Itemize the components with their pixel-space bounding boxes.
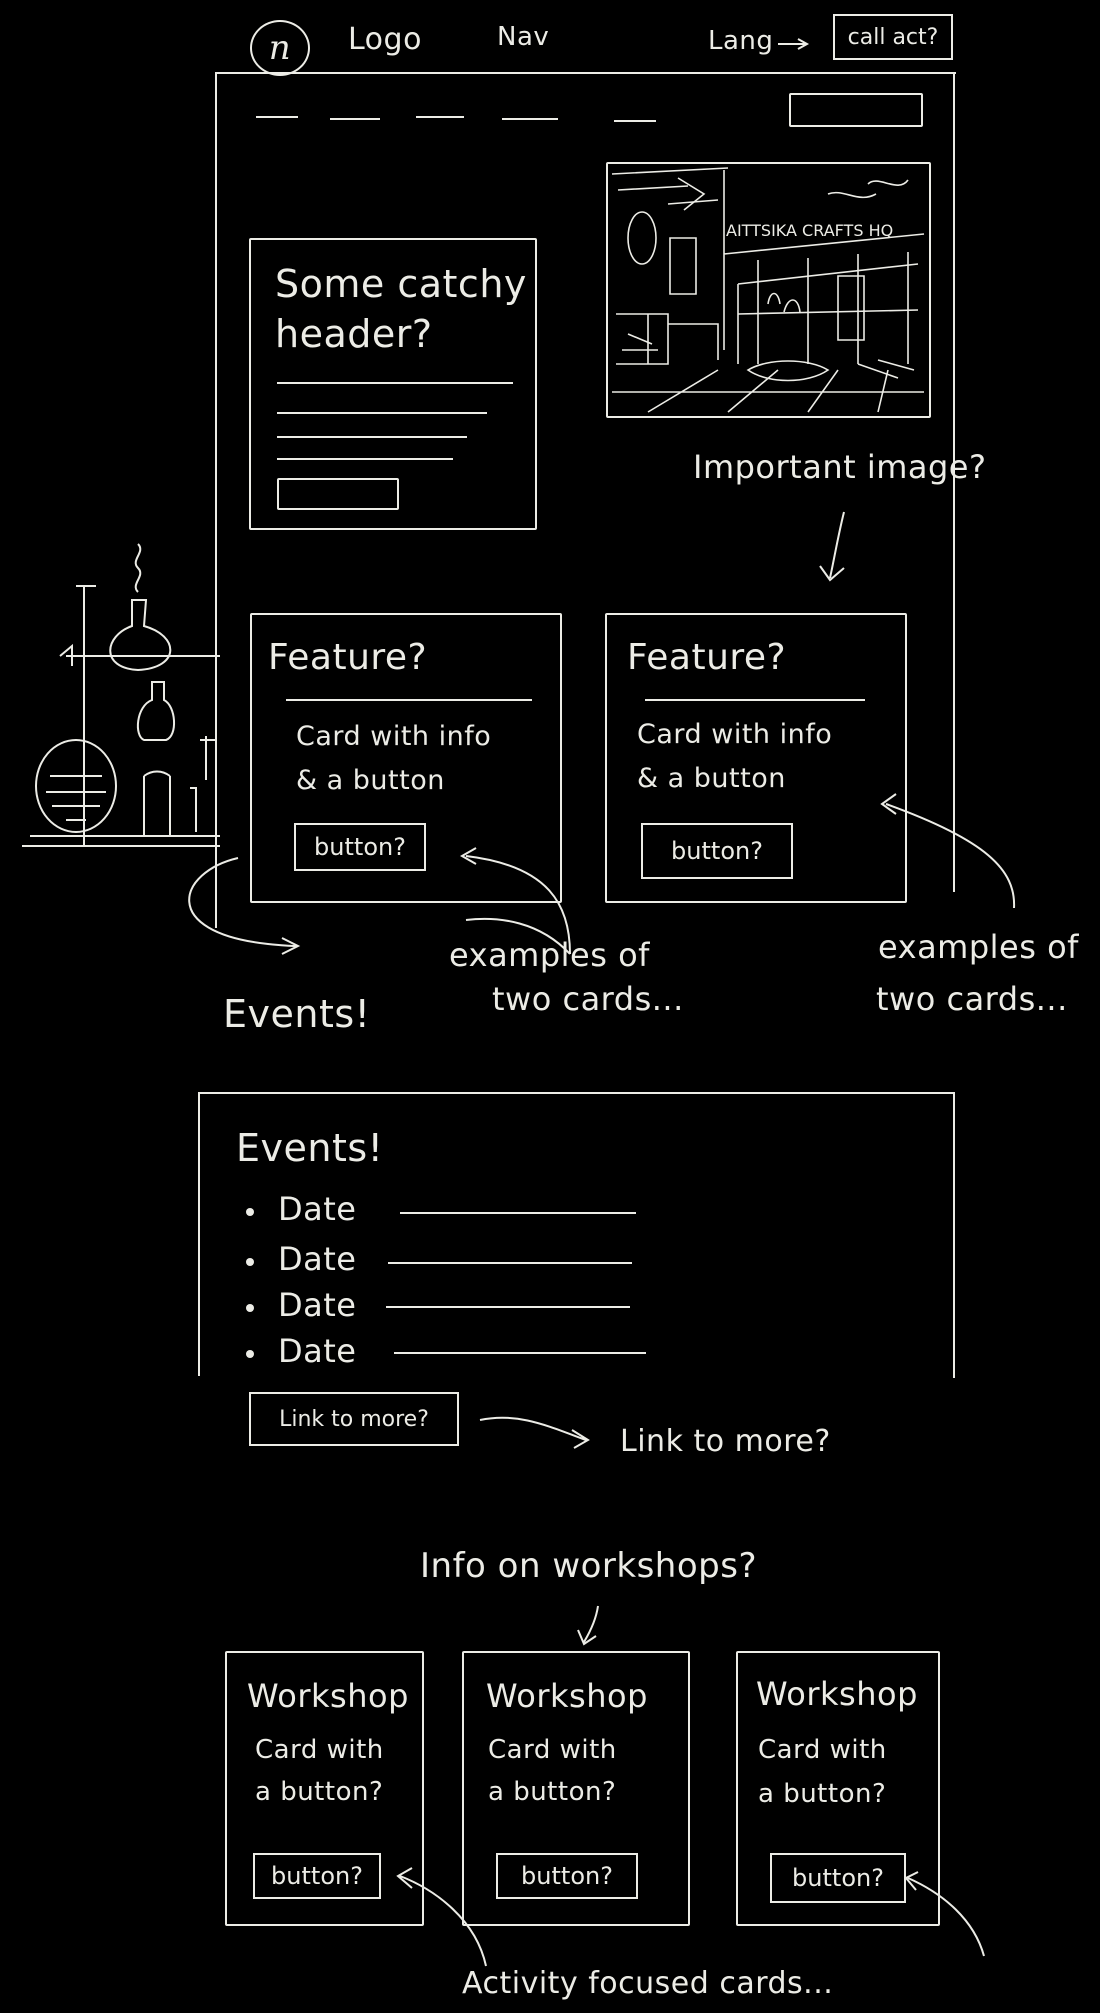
annotation-examples-cards-left-line2: two cards...	[492, 980, 684, 1018]
call-to-action-button[interactable]: call act?	[833, 14, 953, 60]
feature-title: Feature?	[627, 637, 787, 678]
event-description-line	[388, 1262, 632, 1264]
feature-body-line2: & a button	[637, 763, 786, 794]
annotation-curve-arrow	[188, 857, 301, 955]
annotation-examples-cards-right-line2: two cards...	[876, 980, 1068, 1018]
workshop-body-line1: Card with	[255, 1735, 384, 1765]
feature-title: Feature?	[268, 637, 428, 678]
annotation-curve-arrow	[396, 1867, 487, 1967]
list-item[interactable]: Date	[246, 1240, 666, 1280]
shop-sign-text: AITTSIKA CRAFTS HQ	[726, 221, 893, 240]
page-frame-left	[215, 72, 217, 928]
annotation-curve-arrow	[904, 1871, 985, 1957]
workshop-title: Workshop	[486, 1677, 648, 1715]
logo-mark: n	[268, 28, 292, 68]
bullet-icon	[246, 1258, 254, 1266]
event-description-line	[400, 1212, 636, 1214]
arrow-down-icon	[577, 1605, 599, 1646]
annotation-activity-cards: Activity focused cards...	[462, 1966, 834, 2001]
events-frame-top	[198, 1092, 955, 1094]
bullet-icon	[246, 1350, 254, 1358]
hero-headline-line1: Some catchy	[275, 262, 527, 306]
event-description-line	[386, 1306, 630, 1308]
arrow-right-icon	[778, 38, 810, 50]
annotation-events: Events!	[223, 992, 371, 1036]
event-date: Date	[278, 1240, 357, 1278]
hero-headline-line2: header?	[275, 312, 433, 356]
event-date: Date	[278, 1332, 357, 1370]
nav-label[interactable]: Nav	[497, 22, 550, 52]
lang-switch[interactable]: Lang	[708, 26, 774, 56]
annotation-examples-cards-left-line1: examples of	[449, 936, 650, 974]
workshop-card: Workshop Card with a button? button?	[462, 1651, 690, 1926]
logo-icon[interactable]: n	[250, 20, 310, 76]
bullet-icon	[246, 1208, 254, 1216]
annotation-examples-cards-right-line1: examples of	[878, 928, 1079, 966]
feature-card: Feature? Card with info & a button butto…	[250, 613, 562, 903]
shop-interior-illustration: AITTSIKA CRAFTS HQ	[611, 167, 925, 413]
page-frame-right	[953, 72, 955, 892]
feature-button[interactable]: button?	[641, 823, 793, 879]
nav-item[interactable]	[256, 116, 298, 118]
workshop-body-line1: Card with	[758, 1735, 887, 1765]
workshop-body-line2: a button?	[488, 1777, 617, 1807]
feature-body-line2: & a button	[296, 765, 445, 796]
workshop-card: Workshop Card with a button? button?	[736, 1651, 940, 1926]
events-list: Date Date Date Date	[246, 1190, 666, 1380]
event-description-line	[394, 1352, 646, 1354]
list-item[interactable]: Date	[246, 1286, 666, 1326]
bullet-icon	[246, 1304, 254, 1312]
arrow-right-icon	[479, 1416, 590, 1449]
nav-item[interactable]	[614, 120, 656, 122]
annotation-curve-arrow	[459, 847, 571, 955]
nav-item[interactable]	[330, 118, 380, 120]
event-date: Date	[278, 1190, 357, 1228]
workshop-title: Workshop	[247, 1677, 409, 1715]
logo-label[interactable]: Logo	[348, 22, 422, 57]
page-frame-top	[215, 72, 956, 74]
workshop-button[interactable]: button?	[496, 1853, 638, 1899]
lab-flask-doodle	[22, 543, 220, 847]
workshop-body-line2: a button?	[758, 1779, 887, 1809]
workshop-title: Workshop	[756, 1675, 918, 1713]
events-frame-right	[953, 1092, 955, 1378]
annotation-workshops-info: Info on workshops?	[420, 1546, 757, 1586]
workshop-body-line2: a button?	[255, 1777, 384, 1807]
hero-text-line	[277, 458, 453, 460]
workshop-button[interactable]: button?	[770, 1853, 906, 1903]
event-date: Date	[278, 1286, 357, 1324]
feature-title-underline	[645, 699, 865, 701]
list-item[interactable]: Date	[246, 1190, 666, 1230]
feature-title-underline	[286, 699, 532, 701]
events-title: Events!	[236, 1126, 384, 1170]
events-frame-left	[198, 1092, 200, 1376]
nav-item[interactable]	[416, 116, 464, 118]
feature-card: Feature? Card with info & a button butto…	[605, 613, 907, 903]
nav-button[interactable]	[789, 93, 923, 127]
hero-button[interactable]	[277, 478, 399, 510]
feature-body-line1: Card with info	[296, 721, 492, 752]
annotation-curve-arrow	[880, 793, 1016, 909]
hero-card: Some catchy header?	[249, 238, 537, 530]
workshop-button[interactable]: button?	[253, 1853, 381, 1899]
annotation-link-more: Link to more?	[620, 1424, 831, 1459]
feature-body-line1: Card with info	[637, 719, 833, 750]
workshop-card: Workshop Card with a button? button?	[225, 1651, 424, 1926]
hero-image: AITTSIKA CRAFTS HQ	[606, 162, 931, 418]
list-item[interactable]: Date	[246, 1332, 666, 1372]
nav-item[interactable]	[502, 118, 558, 120]
hero-text-line	[277, 412, 487, 414]
hero-text-line	[277, 382, 513, 384]
arrow-down-icon	[819, 511, 845, 582]
workshop-body-line1: Card with	[488, 1735, 617, 1765]
hero-text-line	[277, 436, 467, 438]
events-link-more-button[interactable]: Link to more?	[249, 1392, 459, 1446]
annotation-important-image: Important image?	[693, 448, 987, 486]
feature-button[interactable]: button?	[294, 823, 426, 871]
